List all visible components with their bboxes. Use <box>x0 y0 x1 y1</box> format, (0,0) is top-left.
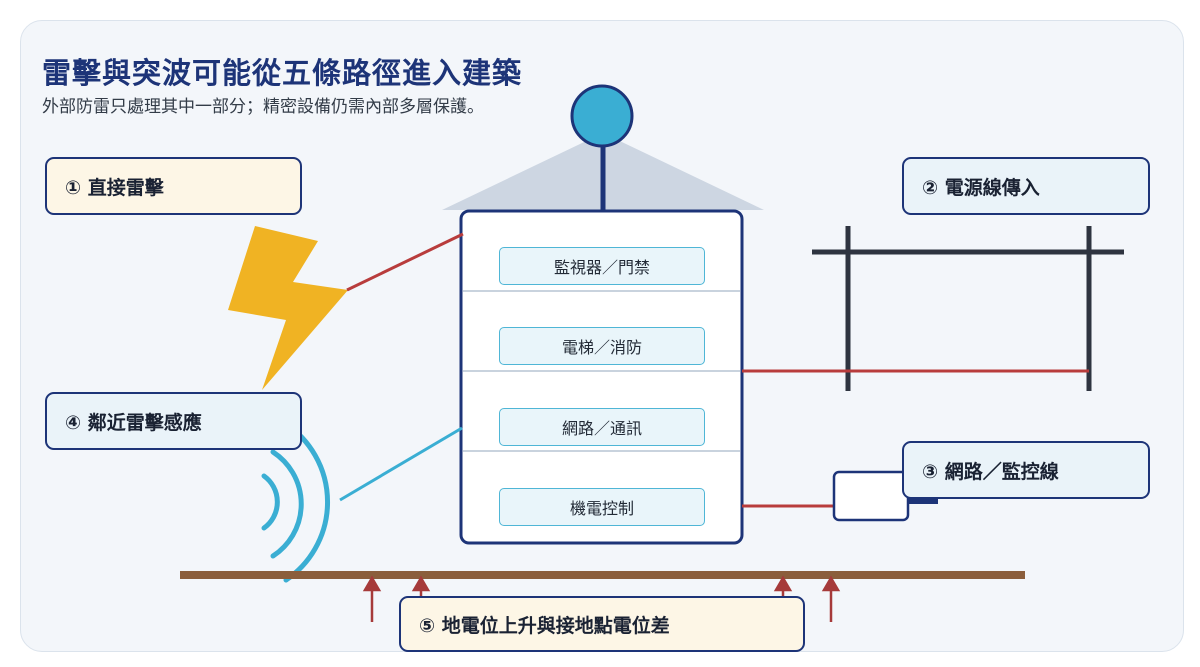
callout-power-line: ② 電源線傳入 <box>902 157 1150 215</box>
page-title: 雷擊與突波可能從五條路徑進入建築 <box>42 56 523 90</box>
callout-direct-strike: ① 直接雷擊 <box>45 157 302 215</box>
ground-line <box>180 571 1025 579</box>
induction-path-line <box>339 426 463 502</box>
surge-protector-icon <box>832 470 910 522</box>
air-terminal-icon <box>570 84 634 148</box>
callout-ground-potential: ⑤ 地電位上升與接地點電位差 <box>399 596 805 652</box>
callout-nearby-induction: ④ 鄰近雷擊感應 <box>45 392 302 450</box>
floor-label-mechanical: 機電控制 <box>499 488 705 526</box>
floor-label-surveillance: 監視器／門禁 <box>499 247 705 285</box>
floor-label-network: 網路／通訊 <box>499 408 705 446</box>
direct-strike-path-line <box>346 232 464 292</box>
floor-label-elevator: 電梯／消防 <box>499 327 705 365</box>
induction-waves-icon <box>261 421 330 583</box>
callout-network-line: ③ 網路／監控線 <box>902 441 1150 499</box>
power-line-poles-icon <box>812 226 1124 391</box>
lightning-bolt-icon <box>228 226 348 390</box>
building-body <box>459 209 744 545</box>
page-subtitle: 外部防雷只處理其中一部分；精密設備仍需內部多層保護。 <box>42 97 484 117</box>
